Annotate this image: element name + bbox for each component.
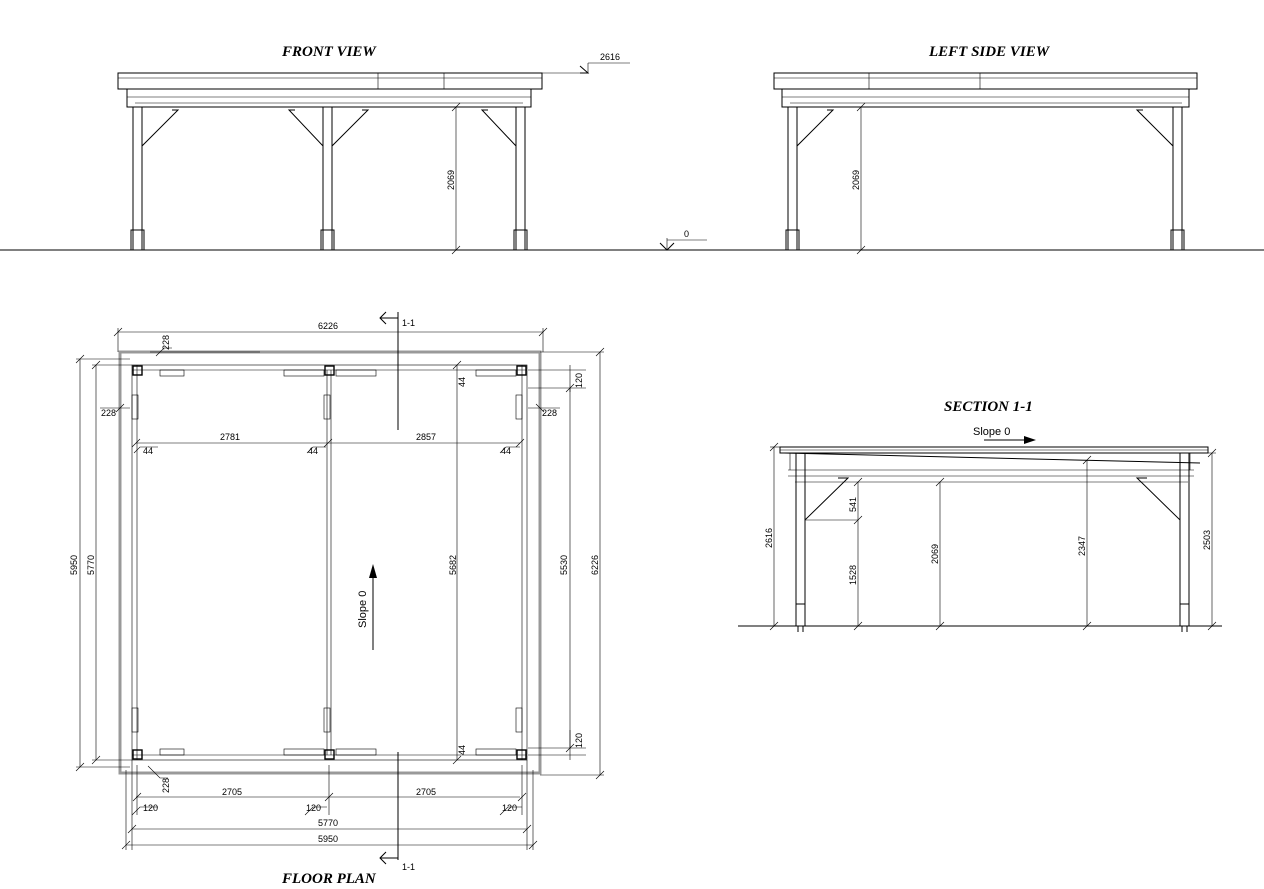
plan-o44-c: 44	[501, 446, 511, 456]
section-h-total: 2616	[764, 528, 774, 548]
section-h-low: 1528	[848, 565, 858, 585]
section-title: SECTION 1-1	[944, 399, 1033, 415]
left-view-title: LEFT SIDE VIEW	[928, 44, 1051, 60]
front-level-ground: 0	[684, 229, 689, 239]
plan-right-5530: 5530	[559, 555, 569, 575]
plan-post-120-l: 120	[143, 803, 158, 813]
plan-span-top-r: 2857	[416, 432, 436, 442]
section-mark-top: 1-1	[402, 318, 415, 328]
plan-post-120-r: 120	[502, 803, 517, 813]
plan-c228-r: 228	[542, 408, 557, 418]
plan-o44-a: 44	[143, 446, 153, 456]
left-height: 2069	[851, 170, 861, 190]
front-view: FRONT VIEW 2616 0	[0, 44, 710, 255]
front-height: 2069	[446, 170, 456, 190]
left-side-view: LEFT SIDE VIEW 2069	[710, 44, 1264, 255]
plan-o44-right-bot: 44	[457, 745, 467, 755]
plan-span-bot-r: 2705	[416, 787, 436, 797]
plan-post-120-rb: 120	[574, 733, 584, 748]
plan-post-120-m: 120	[306, 803, 321, 813]
plan-left-5770: 5770	[86, 555, 96, 575]
plan-c228-l: 228	[101, 408, 116, 418]
section-h-brace: 541	[848, 497, 858, 512]
plan-o44-b: 44	[308, 446, 318, 456]
section-h-mid: 2347	[1077, 536, 1087, 556]
plan-c228-bl: 228	[161, 778, 171, 793]
plan-c228-tl: 228	[161, 335, 171, 350]
section-slope: Slope 0	[973, 426, 1010, 438]
plan-left-5950: 5950	[69, 555, 79, 575]
plan-width-total: 5950	[318, 834, 338, 844]
plan-right-6226: 6226	[590, 555, 600, 575]
floor-plan-title: FLOOR PLAN	[281, 871, 377, 887]
plan-width-top: 6226	[318, 321, 338, 331]
plan-slope: Slope 0	[357, 591, 369, 628]
section-h-clear: 2069	[930, 544, 940, 564]
plan-span-bot-l: 2705	[222, 787, 242, 797]
plan-o44-right-top: 44	[457, 377, 467, 387]
front-level-top: 2616	[600, 52, 620, 62]
section-mark-bottom: 1-1	[402, 862, 415, 872]
floor-plan: FLOOR PLAN	[69, 311, 605, 887]
plan-span-top-l: 2781	[220, 432, 240, 442]
section-view: SECTION 1-1 Slope 0 2616	[738, 399, 1222, 632]
front-view-title: FRONT VIEW	[281, 44, 377, 60]
plan-inner-5682: 5682	[448, 555, 458, 575]
plan-post-120-rt: 120	[574, 373, 584, 388]
plan-width-posts: 5770	[318, 818, 338, 828]
section-h-right: 2503	[1202, 530, 1212, 550]
